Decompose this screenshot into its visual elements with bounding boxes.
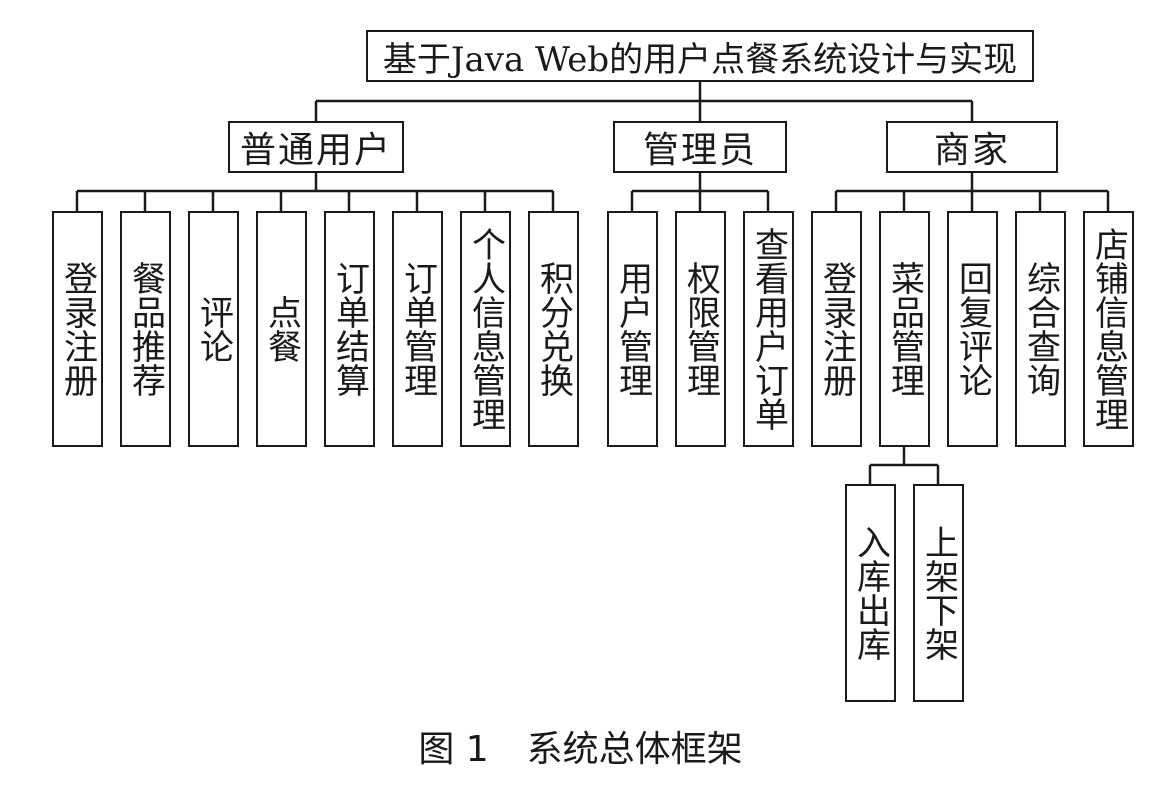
leaf-dish-list-delist: 上架下架 [913,484,964,702]
leaf-dish-stock-in-out: 入库出库 [845,484,896,702]
leaf-user-order-checkout: 订单结算 [324,211,375,447]
leaf-admin-permission-manage: 权限管理 [675,211,726,447]
leaf-merchant-general-query: 综合查询 [1015,211,1066,447]
leaf-merchant-store-info-manage: 店铺信息管理 [1083,211,1134,447]
leaf-merchant-dish-manage: 菜品管理 [879,211,930,447]
leaf-admin-view-user-orders: 查看用户订单 [743,211,794,447]
leaf-user-order-food: 点餐 [256,211,307,447]
root-node: 基于Java Web的用户点餐系统设计与实现 [366,30,1034,82]
leaf-merchant-login-register: 登录注册 [811,211,862,447]
leaf-user-order-manage: 订单管理 [392,211,443,447]
leaf-user-profile-manage: 个人信息管理 [460,211,511,447]
figure-caption: 图 1 系统总体框架 [0,716,1161,776]
leaf-user-meal-recommend: 餐品推荐 [120,211,171,447]
leaf-user-login-register: 登录注册 [52,211,103,447]
figure-number: 图 1 [418,729,489,770]
leaf-user-points-exchange: 积分兑换 [528,211,579,447]
category-regular-user: 普通用户 [228,121,404,173]
leaf-merchant-reply-comment: 回复评论 [947,211,998,447]
category-merchant: 商家 [886,121,1058,173]
category-admin: 管理员 [613,121,787,173]
leaf-admin-user-manage: 用户管理 [607,211,658,447]
figure-title: 系统总体框架 [526,729,743,770]
leaf-user-comment: 评论 [188,211,239,447]
